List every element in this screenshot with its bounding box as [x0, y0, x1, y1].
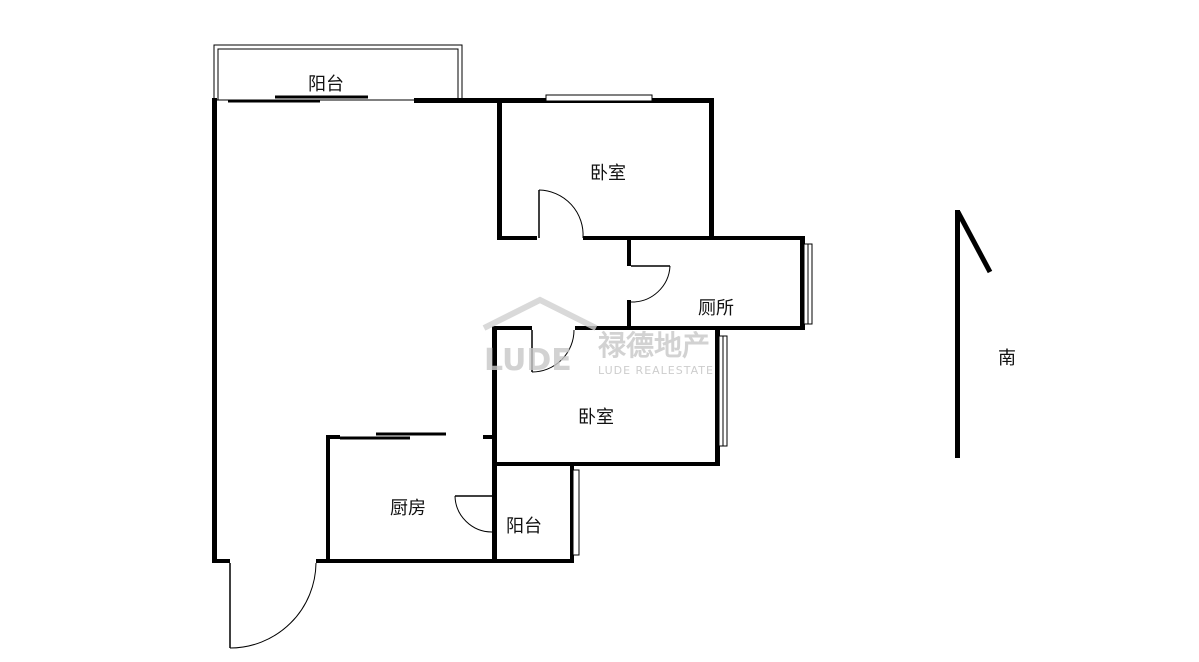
- watermark-house-icon: [482, 296, 598, 331]
- room-label-kitchen: 厨房: [390, 498, 426, 519]
- window-toilet: [803, 243, 813, 325]
- watermark-brand-en: LUDE REALESTATE: [598, 364, 714, 377]
- room-label-balcony-top: 阳台: [308, 74, 344, 95]
- balcony-top-sliding-door: [228, 95, 368, 103]
- window-bedroom-top: [545, 94, 653, 102]
- watermark-logo-text: LUDE: [484, 343, 572, 378]
- door-bedroom-top: [538, 189, 584, 239]
- watermark: LUDE 禄德地产 LUDE REALESTATE: [482, 296, 714, 378]
- room-label-bedroom-top: 卧室: [590, 163, 626, 184]
- door-small-balcony: [454, 495, 493, 533]
- window-small-balcony: [572, 469, 580, 556]
- compass-label: 南: [998, 348, 1016, 369]
- balcony-top-outline: [213, 44, 463, 101]
- room-label-toilet: 厕所: [698, 298, 734, 319]
- compass-arrow-icon: [955, 210, 993, 458]
- door-bedroom-mid: [531, 329, 575, 373]
- watermark-brand-cn: 禄德地产: [598, 329, 710, 362]
- window-bedroom-mid: [718, 335, 728, 447]
- room-label-balcony-small: 阳台: [506, 516, 542, 537]
- door-entrance: [229, 562, 317, 649]
- kitchen-sliding-door: [340, 432, 446, 440]
- room-label-bedroom-mid: 卧室: [578, 407, 614, 428]
- outer-walls: [212, 98, 805, 563]
- door-toilet: [630, 265, 671, 303]
